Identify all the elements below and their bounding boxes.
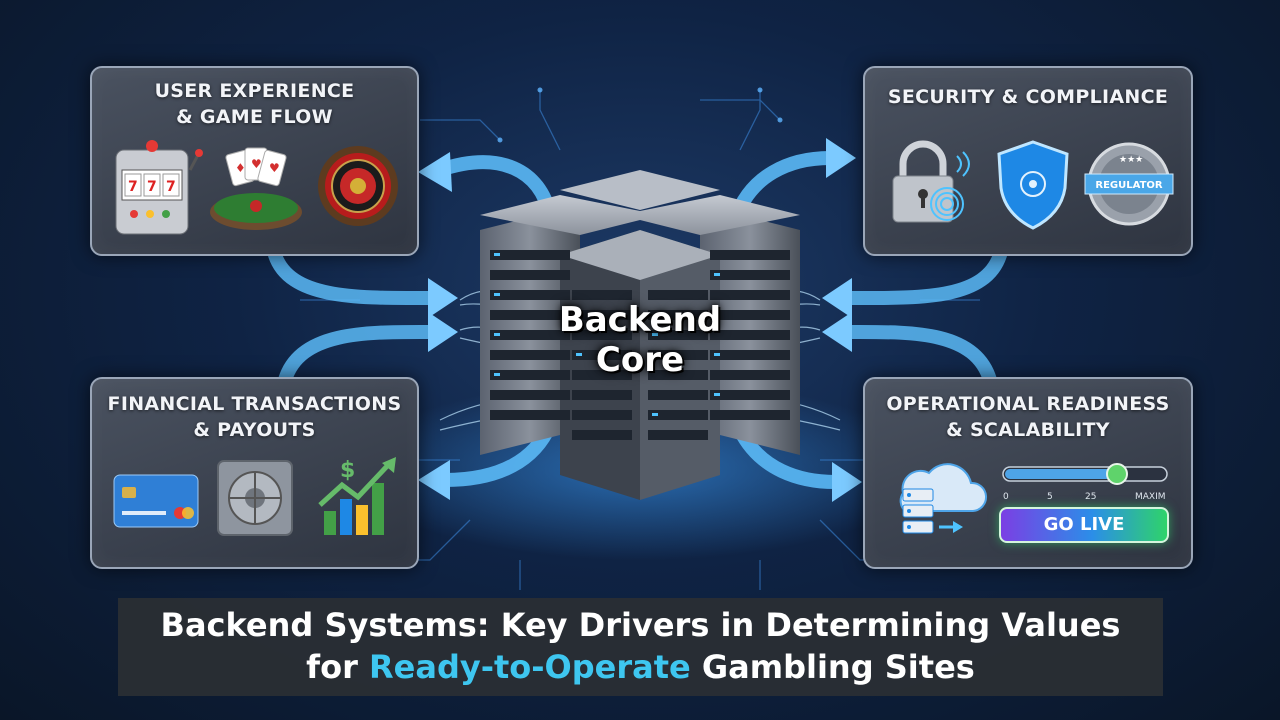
panel-title-line2: & SCALABILITY	[946, 419, 1110, 441]
slider-tick-2: 25	[1085, 492, 1096, 502]
svg-text:7: 7	[147, 179, 157, 195]
panel-title-operational: OPERATIONAL READINESS & SCALABILITY	[865, 391, 1191, 443]
slider-tick-3: MAXIM	[1135, 492, 1166, 502]
panel-title-user-experience: USER EXPERIENCE & GAME FLOW	[92, 78, 417, 130]
panel-title-line1: FINANCIAL TRANSACTIONS	[107, 393, 402, 415]
svg-text:7: 7	[166, 179, 176, 195]
caption-line2: for Ready-to-Operate Gambling Sites	[118, 646, 1163, 688]
panel-user-experience: USER EXPERIENCE & GAME FLOW 7 7 7	[90, 66, 419, 256]
panel-title-line1: OPERATIONAL READINESS	[886, 393, 1170, 415]
svg-text:♦: ♦	[235, 161, 246, 175]
panel-security: SECURITY & COMPLIANCE REGULATOR	[863, 66, 1193, 256]
panel-title-financial: FINANCIAL TRANSACTIONS & PAYOUTS	[92, 391, 417, 443]
panel-title-line2: & GAME FLOW	[176, 106, 333, 128]
slider-control[interactable]: 0 5 25 MAXIM	[999, 463, 1175, 503]
growth-chart-icon: $	[318, 457, 396, 535]
game-icons: 7 7 7 ♥ ♦ ♥	[115, 140, 398, 235]
security-icons: REGULATOR ★★★	[892, 140, 1174, 230]
slider-tick-1: 5	[1047, 492, 1053, 502]
svg-text:♥: ♥	[251, 157, 262, 171]
fingerprint-icon	[930, 151, 970, 221]
slider-tick-0: 0	[1003, 492, 1009, 502]
cloud-server-icon	[899, 463, 988, 534]
go-live-label: GO LIVE	[1043, 514, 1125, 535]
slider-fill	[1005, 469, 1117, 479]
regulator-badge-icon: REGULATOR ★★★	[1084, 142, 1174, 226]
poker-table-icon: ♥ ♦ ♥	[210, 147, 302, 230]
panel-title-line1: USER EXPERIENCE	[154, 80, 355, 102]
server-cluster	[480, 170, 800, 500]
svg-text:★★★: ★★★	[1119, 155, 1143, 165]
svg-text:♥: ♥	[269, 161, 280, 175]
regulator-badge-text: REGULATOR	[1095, 180, 1163, 191]
svg-text:7: 7	[128, 179, 138, 195]
shield-icon	[997, 140, 1069, 230]
finance-icons: $	[113, 457, 396, 536]
panel-title-line2: & PAYOUTS	[193, 419, 316, 441]
caption-line2-prefix: for	[306, 648, 369, 686]
core-label-line2: Core	[595, 340, 685, 380]
slider-knob	[1106, 463, 1128, 485]
backend-core-label: Backend Core	[530, 300, 750, 380]
dollar-sign: $	[340, 458, 355, 483]
core-label-line1: Backend	[558, 300, 722, 340]
vault-icon	[217, 460, 293, 536]
caption-banner: Backend Systems: Key Drivers in Determin…	[118, 598, 1163, 696]
go-live-button[interactable]: GO LIVE	[999, 507, 1169, 543]
roulette-wheel-icon	[318, 146, 398, 226]
credit-card-icon	[113, 474, 199, 528]
panel-operational: OPERATIONAL READINESS & SCALABILITY 0 5 …	[863, 377, 1193, 569]
panel-financial: FINANCIAL TRANSACTIONS & PAYOUTS	[90, 377, 419, 569]
caption-highlight: Ready-to-Operate	[369, 648, 691, 686]
slot-machine-icon: 7 7 7	[115, 140, 203, 235]
caption-line1: Backend Systems: Key Drivers in Determin…	[160, 606, 1121, 644]
caption-line2-suffix: Gambling Sites	[690, 648, 975, 686]
panel-title-security: SECURITY & COMPLIANCE	[887, 86, 1169, 108]
